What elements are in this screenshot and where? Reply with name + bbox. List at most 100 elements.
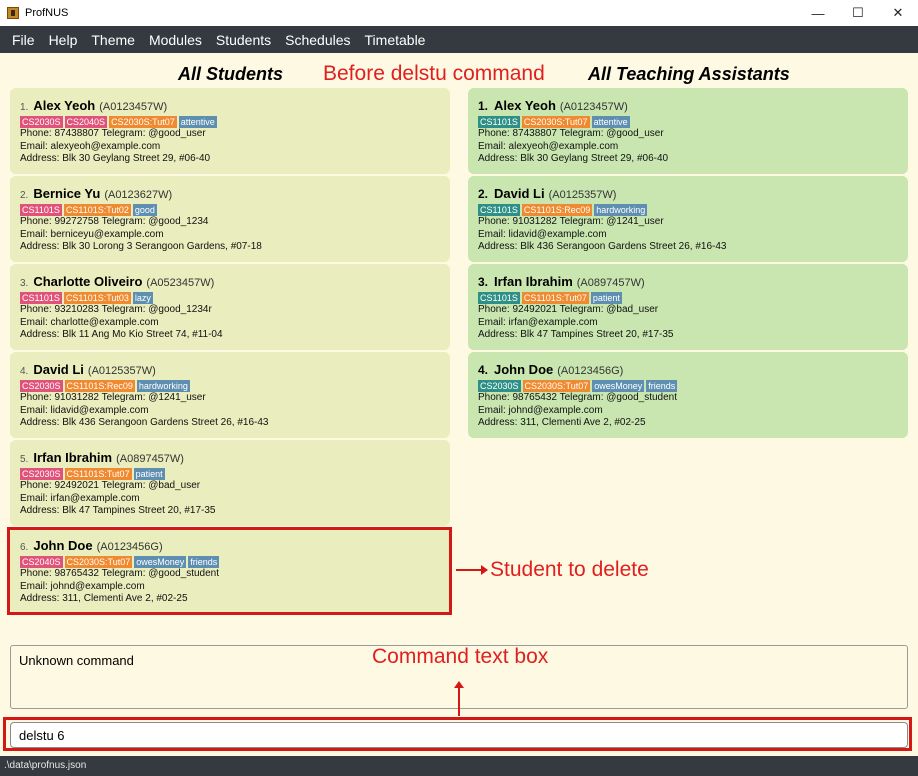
tag-badge: CS2030S:Tut07 (521, 116, 590, 128)
person-index: 6. (20, 542, 29, 553)
window-controls: — ☐ ✕ (798, 0, 918, 26)
menu-help[interactable]: Help (48, 31, 78, 48)
person-phone: Phone: 92492021 Telegram: @bad_user (20, 480, 201, 491)
window-title: ProfNUS (25, 7, 69, 19)
menu-file[interactable]: File (12, 31, 35, 48)
tag-badge: CS1101S:Tut07 (64, 468, 132, 480)
tag-badge: CS2030S (20, 116, 63, 128)
tag-badge: CS2040S (64, 116, 108, 128)
person-email: Email: alexyeoh@example.com (20, 140, 161, 152)
tag-badge: patient (590, 292, 622, 304)
person-address: Address: 311, Clementi Ave 2, #02-25 (478, 417, 646, 428)
person-name-row: 4.David Li(A0125357W) (20, 362, 440, 377)
minimize-button[interactable]: — (811, 5, 825, 21)
person-index: 1. (478, 99, 489, 113)
person-index: 5. (20, 454, 29, 465)
person-index: 1. (20, 102, 29, 113)
tag-badge: CS1101S (20, 204, 62, 216)
person-address: Address: Blk 30 Geylang Street 29, #06-4… (20, 153, 211, 164)
arrow-up-icon (454, 681, 464, 716)
title-bar: ProfNUS — ☐ ✕ (0, 0, 918, 26)
tag-badge: attentive (178, 116, 217, 128)
tag-badge: CS1101S:Rec09 (521, 204, 593, 216)
tag-badge: CS2030S (20, 468, 63, 480)
person-index: 2. (478, 187, 489, 201)
tag-badge: CS2030S (20, 380, 63, 392)
before-command-annotation: Before delstu command (323, 62, 545, 85)
person-address: Address: 311, Clementi Ave 2, #02-25 (20, 593, 188, 604)
command-input[interactable]: delstu 6 (10, 722, 908, 748)
person-email: Email: berniceyu@example.com (20, 228, 164, 240)
command-box-annotation: Command text box (372, 645, 549, 668)
person-id: (A0123456G) (96, 541, 163, 553)
menu-modules[interactable]: Modules (148, 31, 202, 48)
menu-theme[interactable]: Theme (91, 31, 135, 48)
tag-badge: CS2040S (20, 556, 63, 568)
person-name-row: 2.Bernice Yu(A0123627W) (20, 186, 440, 201)
tag-badge: friends (646, 380, 678, 392)
tag-badge: good (132, 204, 157, 216)
person-index: 2. (20, 190, 29, 201)
tas-heading: All Teaching Assistants (588, 64, 790, 84)
person-name: Irfan Ibrahim (494, 274, 573, 289)
person-phone: Phone: 92492021 Telegram: @bad_user (478, 304, 659, 315)
data-file-path: .\data\profnus.json (4, 760, 87, 771)
tag-badge: CS2030S (478, 380, 521, 392)
close-button[interactable]: ✕ (892, 5, 904, 20)
person-email: Email: lidavid@example.com (20, 404, 149, 416)
person-index: 4. (478, 363, 489, 377)
person-id: (A0897457W) (116, 453, 184, 465)
person-email: Email: irfan@example.com (478, 316, 598, 328)
students-heading: All Students (178, 64, 284, 84)
command-highlight-box (3, 717, 912, 751)
student-highlight-box (7, 527, 452, 615)
menu-timetable[interactable]: Timetable (364, 31, 426, 48)
tag-badge: lazy (132, 292, 153, 304)
person-name: Alex Yeoh (33, 98, 96, 113)
person-phone: Phone: 98765432 Telegram: @good_student (20, 568, 220, 579)
tag-badge: hardworking (594, 204, 648, 216)
tag-badge: CS1101S:Tut07 (521, 292, 589, 304)
person-id: (A0123457W) (559, 101, 628, 113)
person-name: David Li (494, 186, 545, 201)
result-display: Unknown command (10, 645, 908, 709)
person-email: Email: alexyeoh@example.com (478, 140, 619, 152)
person-address: Address: Blk 11 Ang Mo Kio Street 74, #1… (20, 329, 223, 340)
arrow-right-icon (456, 565, 488, 575)
tag-badge: attentive (591, 116, 630, 128)
person-index: 3. (478, 275, 489, 289)
person-name: Bernice Yu (33, 186, 101, 201)
menu-bar: File Help Theme Modules Students Schedul… (0, 26, 918, 53)
person-email: Email: charlotte@example.com (20, 316, 159, 328)
person-name-row: 2. David Li(A0125357W) (478, 186, 898, 201)
person-name: David Li (33, 362, 84, 377)
menu-students[interactable]: Students (215, 31, 272, 48)
person-id: (A0125357W) (548, 189, 617, 201)
person-phone: Phone: 91031282 Telegram: @1241_user (478, 216, 664, 227)
person-email: Email: johnd@example.com (478, 404, 603, 416)
person-name-row: 4.John Doe(A0123456G) (478, 362, 898, 377)
person-address: Address: Blk 47 Tampines Street 20, #17-… (20, 505, 216, 516)
tag-badge: CS1101S:Tut03 (63, 292, 131, 304)
person-email: Email: johnd@example.com (20, 580, 145, 592)
person-address: Address: Blk 47 Tampines Street 20, #17-… (478, 329, 674, 340)
tag-badge: owesMoney (134, 556, 187, 568)
maximize-button[interactable]: ☐ (852, 5, 864, 20)
tag-badge: CS2030S:Tut07 (522, 380, 591, 392)
person-index: 4. (20, 366, 29, 377)
menu-schedules[interactable]: Schedules (285, 31, 351, 48)
